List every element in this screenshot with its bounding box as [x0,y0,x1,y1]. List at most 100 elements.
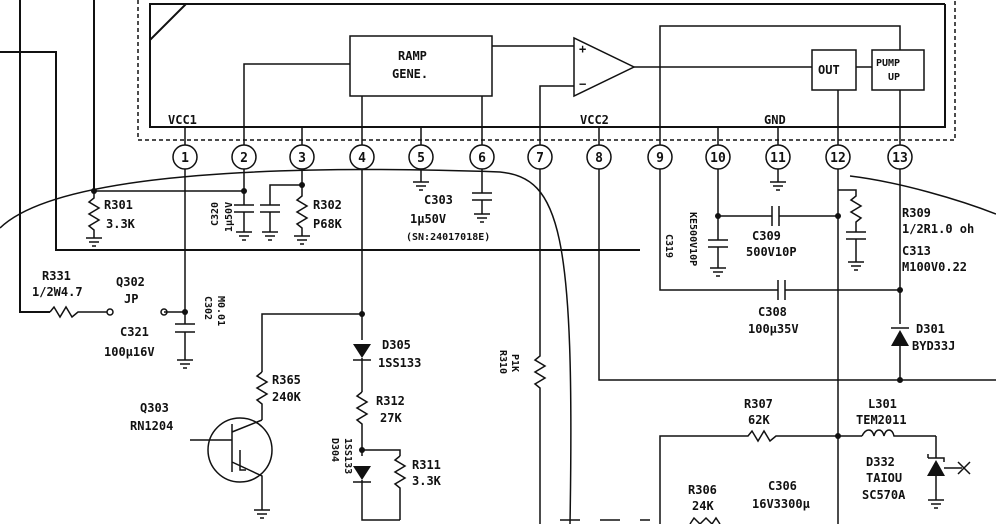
resistor-icon [659,429,862,524]
pin-3-label: 3 [298,151,306,166]
out-block [811,49,857,91]
wire-pin7-comp-minus [539,85,574,127]
q302-value: JP [124,292,138,306]
ramp-label-1: RAMP [398,49,427,63]
comparator: + − [573,36,636,98]
capacitor-icon [472,169,492,214]
ground-icon [928,476,944,509]
ic-dashed-boundary [137,0,956,141]
r331-ref: R331 [42,269,71,283]
r301-group: R301 3.3K [86,188,247,247]
d332-pin-x [944,461,971,475]
r307-ref: R307 [744,397,773,411]
d304-value: 1SS133 [342,438,353,474]
d332-value-2: SC570A [862,488,906,502]
wire-pin8-bus [598,169,996,381]
pin-10-label: 10 [710,151,726,166]
resistor-icon [355,391,369,456]
r312-ref: R312 [376,394,405,408]
ground-icon [413,169,429,191]
c303-ref: C303 [424,193,453,207]
capacitor-icon [718,206,838,226]
pin-12-label: 12 [830,151,846,166]
c306-ref: C306 [768,479,797,493]
pin-8-label: 8 [595,151,603,166]
c319-value: KE500V10P [687,212,698,266]
c321-value: 100μ16V [104,345,155,359]
transistor-internal [239,450,246,471]
q303-group: R365 240K Q303 RN1204 [130,371,302,519]
gnd-label: GND [764,113,786,127]
wire-pin9-pump [659,25,901,127]
q303-ref: Q303 [140,401,169,415]
lower-right-group: R307 62K L301 TEM2011 D332 TAIOU SC570A … [659,397,971,524]
q302-ref: Q302 [116,275,145,289]
ground-icon [848,261,864,271]
ramp-generator-block: RAMP GENE. [349,35,493,97]
r312-value: 27K [380,411,402,425]
l301-ref: L301 [868,397,897,411]
ground-icon [770,169,786,191]
pin-7-label: 7 [536,151,544,166]
capacitor-icon [777,280,900,300]
l301-value: TEM2011 [856,413,907,427]
resistor-icon [87,191,101,238]
capacitor-icon [708,169,728,268]
diode-icon [891,330,909,346]
diode-icon [927,460,945,476]
d304-ref: D304 [329,438,340,462]
ramp-label-2: GENE. [392,67,428,81]
r331-value: 1/2W4.7 [32,285,83,299]
resistor-icon [49,305,110,319]
resistor-icon [393,455,407,520]
ground-icon [474,213,490,223]
pump-up-block [871,49,925,91]
npn-transistor-icon [207,417,273,483]
c308-value: 100μ35V [748,322,799,336]
d304-cathode [353,480,400,521]
pin12-13-group: R309 1/2R1.0 oh C313 M100V0.22 D301 BYD3… [835,169,974,524]
c313-value: M100V0.22 [902,260,967,274]
vcc1-label: VCC1 [168,113,197,127]
r310-ref: R310 [497,350,508,374]
resistor-icon [295,185,309,236]
comparator-plus: + [579,42,586,56]
pin-5-label: 5 [417,151,425,166]
c306-value: 16V3300μ [752,497,810,511]
output-blocks: OUT PUMP UP [811,49,925,91]
pump-label-1: PUMP [876,58,900,69]
pin-4-label: 4 [358,151,366,166]
transistor-leads [190,419,263,510]
wire-r331-input [19,0,50,313]
c302-ref: C302 [202,296,213,320]
pin-1-label: 1 [181,151,189,166]
wire-to-r365 [261,313,362,372]
c303-value: 1μ50V [410,212,446,226]
capacitor-icon [175,312,195,360]
c302-value: M0.01 [215,296,226,326]
ground-icon [254,509,270,519]
c320-value: 1μ50V [224,202,235,232]
capacitor-icon [234,169,254,232]
resistor-icon [689,516,721,524]
r365-value: 240K [272,390,302,404]
vcc2-label: VCC2 [580,113,609,127]
zener-diode-icon [927,436,945,462]
wire-curved-trace [0,168,572,524]
d301-value: BYD33J [912,339,955,353]
ground-icon [710,267,726,277]
ground-icon [86,237,102,247]
q303-value: RN1204 [130,419,173,433]
c308-ref: C308 [758,305,787,319]
r310-group: R310 P1K [497,169,547,524]
d305-value: 1SS133 [378,356,421,370]
out-label: OUT [818,63,840,77]
pin1-supply-group: R331 1/2W4.7 Q302 JP C321 100μ16V C302 M… [32,169,226,369]
c303-group: C303 1μ50V (SN:24017018E) [406,169,492,243]
pin-6-label: 6 [478,151,486,166]
c320-group: C320 1μ50V [210,169,254,241]
wire-pin9-c308 [659,169,778,291]
wire-curved-right [849,175,996,215]
d332-ref: D332 [866,455,895,469]
